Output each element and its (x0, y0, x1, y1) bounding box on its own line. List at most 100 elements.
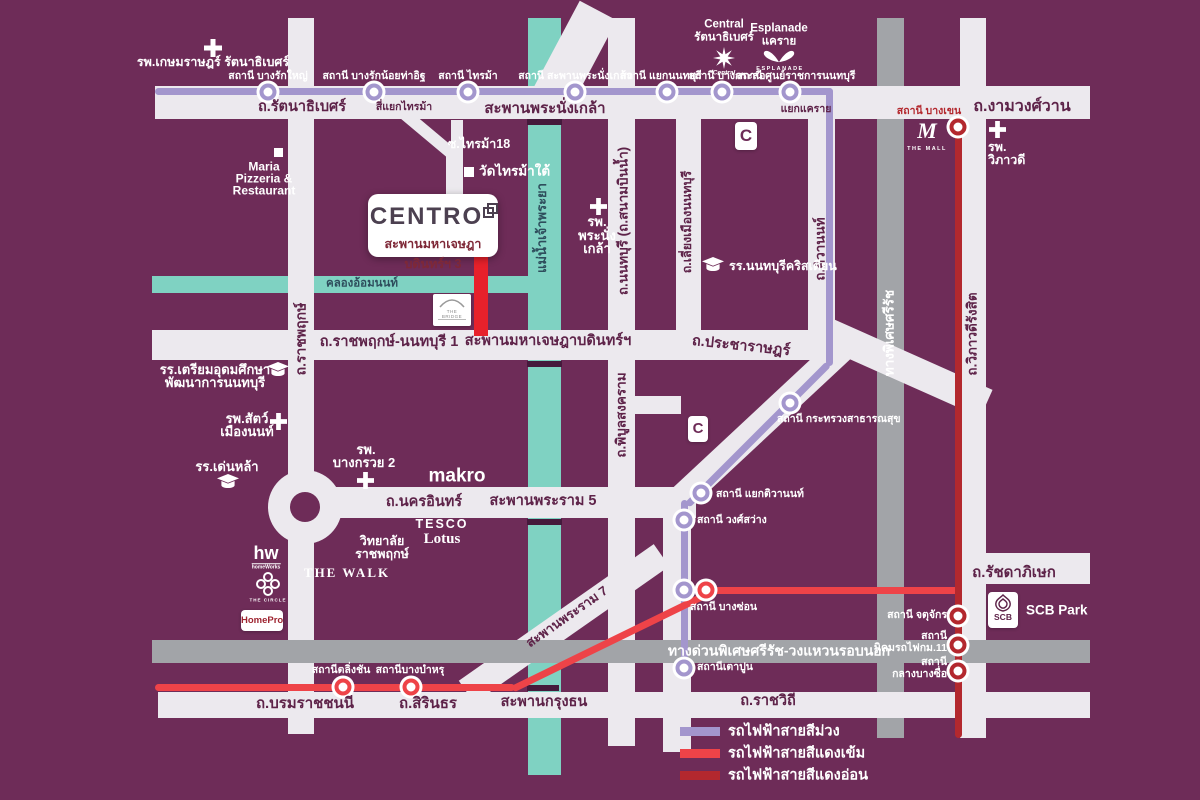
road-label-ngamwongwan: ถ.งามวงศ์วาน (973, 98, 1071, 116)
station-label: สถานี ศูนย์ราชการนนทบุรี (736, 70, 856, 83)
homeworks-wordmark: homeWorks (251, 563, 281, 571)
landmark-label-wiphawadi-2: วิภาวดี (988, 153, 1026, 167)
station-dot-government-center (781, 83, 799, 101)
tesco-wordmark: TESCO (415, 517, 469, 532)
road-centro-stem (451, 120, 463, 198)
legend-swatch-light-red (680, 771, 720, 780)
road-label-sirindhorn: ถ.สิรินธร (399, 694, 457, 712)
road-ratchaphruek-non1 (152, 330, 842, 360)
station-dot-phra-nangklao (566, 83, 584, 101)
dark-red-line-vertical (955, 120, 962, 738)
road-label-phibun: ถ.พิบูลสงคราม (613, 372, 629, 458)
bridge-shadow-3 (527, 519, 562, 525)
canal-label: คลองอ้อมนนท์ (326, 277, 398, 290)
station-label: สถานี (921, 630, 947, 643)
station-label: สถานี สะพานพระนั่งเกล้า (518, 70, 632, 83)
bridge-label-krungthon: สะพานกรุงธน (500, 694, 588, 711)
central-star-icon (712, 46, 736, 70)
legend-label-dark-red: รถไฟฟ้าสายสีแดงเข้ม (728, 745, 866, 762)
big-c-letter: C (739, 126, 753, 145)
bridge-label-phra-nangklao: สะพานพระนั่งเกล้า (484, 99, 606, 117)
project-brand: CENTRO (368, 203, 499, 231)
temple-square-icon (464, 167, 474, 177)
road-label-ratchaphruek-non1: ถ.ราชพฤกษ์-นนทบุรี 1 (319, 334, 459, 351)
station-dot-sai-ma (459, 83, 477, 101)
station-label: สถานีเตาปูน (697, 661, 753, 674)
roundabout-inner (290, 492, 320, 522)
landmark-label-denla: รร.เด่นหล้า (195, 458, 259, 474)
road-label-nakhon-in: ถ.นครอินทร์ (385, 494, 463, 511)
station-label: สถานี บางรักน้อยท่าอิฐ (322, 70, 426, 83)
landmark-label-maria-3: Restaurant (232, 183, 296, 198)
landmark-label-bangkruai-2: บางกรวย 2 (332, 454, 396, 470)
bridge-arc-icon (439, 299, 465, 308)
station-label: สถานี วงศ์สว่าง (697, 514, 767, 527)
landmark-label-wiphawadi-1: รพ. (988, 140, 1007, 154)
legend-label-light-red: รถไฟฟ้าสายสีแดงอ่อน (728, 767, 869, 784)
the-circle-flower-icon (255, 571, 281, 597)
landmark-label-animal-hosp-1: รพ.สัตว์ (225, 410, 269, 426)
road-nakhon-in (300, 487, 696, 518)
landmark-label-college-1: วิทยาลัย (359, 534, 405, 549)
homeworks-initial: hw (253, 543, 279, 564)
landmark-label-scb-park: SCB Park (1026, 602, 1088, 618)
road-borom-ratchawithi (158, 692, 1090, 718)
graduation-cap-icon (217, 474, 239, 489)
station-dot-bang-krasor (713, 83, 731, 101)
bridge-label-chesadabodin: สะพานมหาเจษฎาบดินทร์ฯ (464, 333, 632, 350)
station-label: สถานี บางเขน (896, 105, 962, 118)
expwy-label-outer-ring: ทางด่วนพิเศษศรีรัช-วงแหวนรอบนอก (667, 642, 891, 659)
landmark-label-animal-hosp-2: เมืองนนท์ (220, 423, 274, 439)
junction-label-khae-rai: แยกแคราย (780, 103, 832, 116)
purple-line-horizontal (155, 88, 833, 95)
big-c-icon: C (735, 122, 757, 150)
station-dot-wong-sawang (675, 511, 693, 529)
hospital-cross-icon (204, 39, 222, 57)
the-circle-wordmark: THE CIRCLE (249, 597, 287, 603)
hospital-cross-icon (357, 472, 374, 489)
the-bridge-logo: THE BRIDGE (433, 294, 471, 326)
station-label: สถานี บางซ่อน (690, 601, 758, 614)
station-dot-klang-bang-sue (949, 662, 967, 680)
makro-wordmark: makro (428, 465, 486, 487)
station-dot-bang-bamru (402, 678, 420, 696)
project-callout-centro: CENTRO สะพานมหาเจษฎาบดินทร์ฯ 3 (368, 194, 499, 271)
landmark-square-icon (274, 148, 283, 157)
scb-shield-icon (995, 594, 1011, 612)
station-label: กลางบางซื่อ (892, 668, 947, 681)
big-c-letter: C (692, 420, 704, 437)
the-bridge-wordmark: THE BRIDGE (438, 309, 466, 320)
bridge-label-rama5: สะพานพระราม 5 (489, 493, 597, 510)
road-liang-mueang-vertical (676, 104, 701, 344)
road-ratchadaphisek (962, 553, 1090, 584)
station-label: สถานี กระทรวงสาธารณสุข (777, 413, 901, 426)
hospital-cross-icon (989, 121, 1006, 138)
bridge-shadow-4 (527, 685, 559, 691)
landmark-label-nangklao-hosp-2: พระนั่ง (578, 227, 616, 243)
centro-logo-mark (483, 203, 499, 218)
big-c-icon: C (688, 416, 708, 442)
station-dot-bang-son-red (697, 581, 715, 599)
red-line-horizontal-east (712, 587, 960, 594)
landmark-label-christian-school: รร.นนทบุรีคริสเตียน (729, 259, 837, 274)
bridge-shadow-1 (527, 119, 562, 125)
river-label: แม่น้ำเจ้าพระยา (533, 183, 549, 273)
homepro-logo: HomePro (241, 610, 283, 631)
lotus-wordmark: Lotus (423, 530, 461, 547)
central-script: Central (712, 69, 736, 77)
landmark-label-maria-2: Pizzeria & (235, 171, 293, 186)
station-dot-bang-rak-yai (259, 83, 277, 101)
station-dot-nikhom-rotfai (949, 636, 967, 654)
station-label: สถานี แยกติวานนท์ (716, 488, 804, 501)
road-label-ratchada: ถ.รัชดาภิเษก (972, 563, 1056, 581)
scb-wordmark: SCB (994, 612, 1012, 622)
road-connector-phibun (633, 396, 681, 414)
road-label-viphavadi: ถ.วิภาวดีรังสิต (964, 292, 980, 376)
station-dot-yaek-tiwanon (692, 484, 710, 502)
station-dot-taling-chan (334, 678, 352, 696)
the-mall-wordmark: THE MALL (907, 145, 947, 152)
landmark-label-maria-1: Maria (248, 159, 280, 174)
station-dot-bang-son-purple (675, 581, 693, 599)
project-access-road-red (474, 256, 488, 336)
